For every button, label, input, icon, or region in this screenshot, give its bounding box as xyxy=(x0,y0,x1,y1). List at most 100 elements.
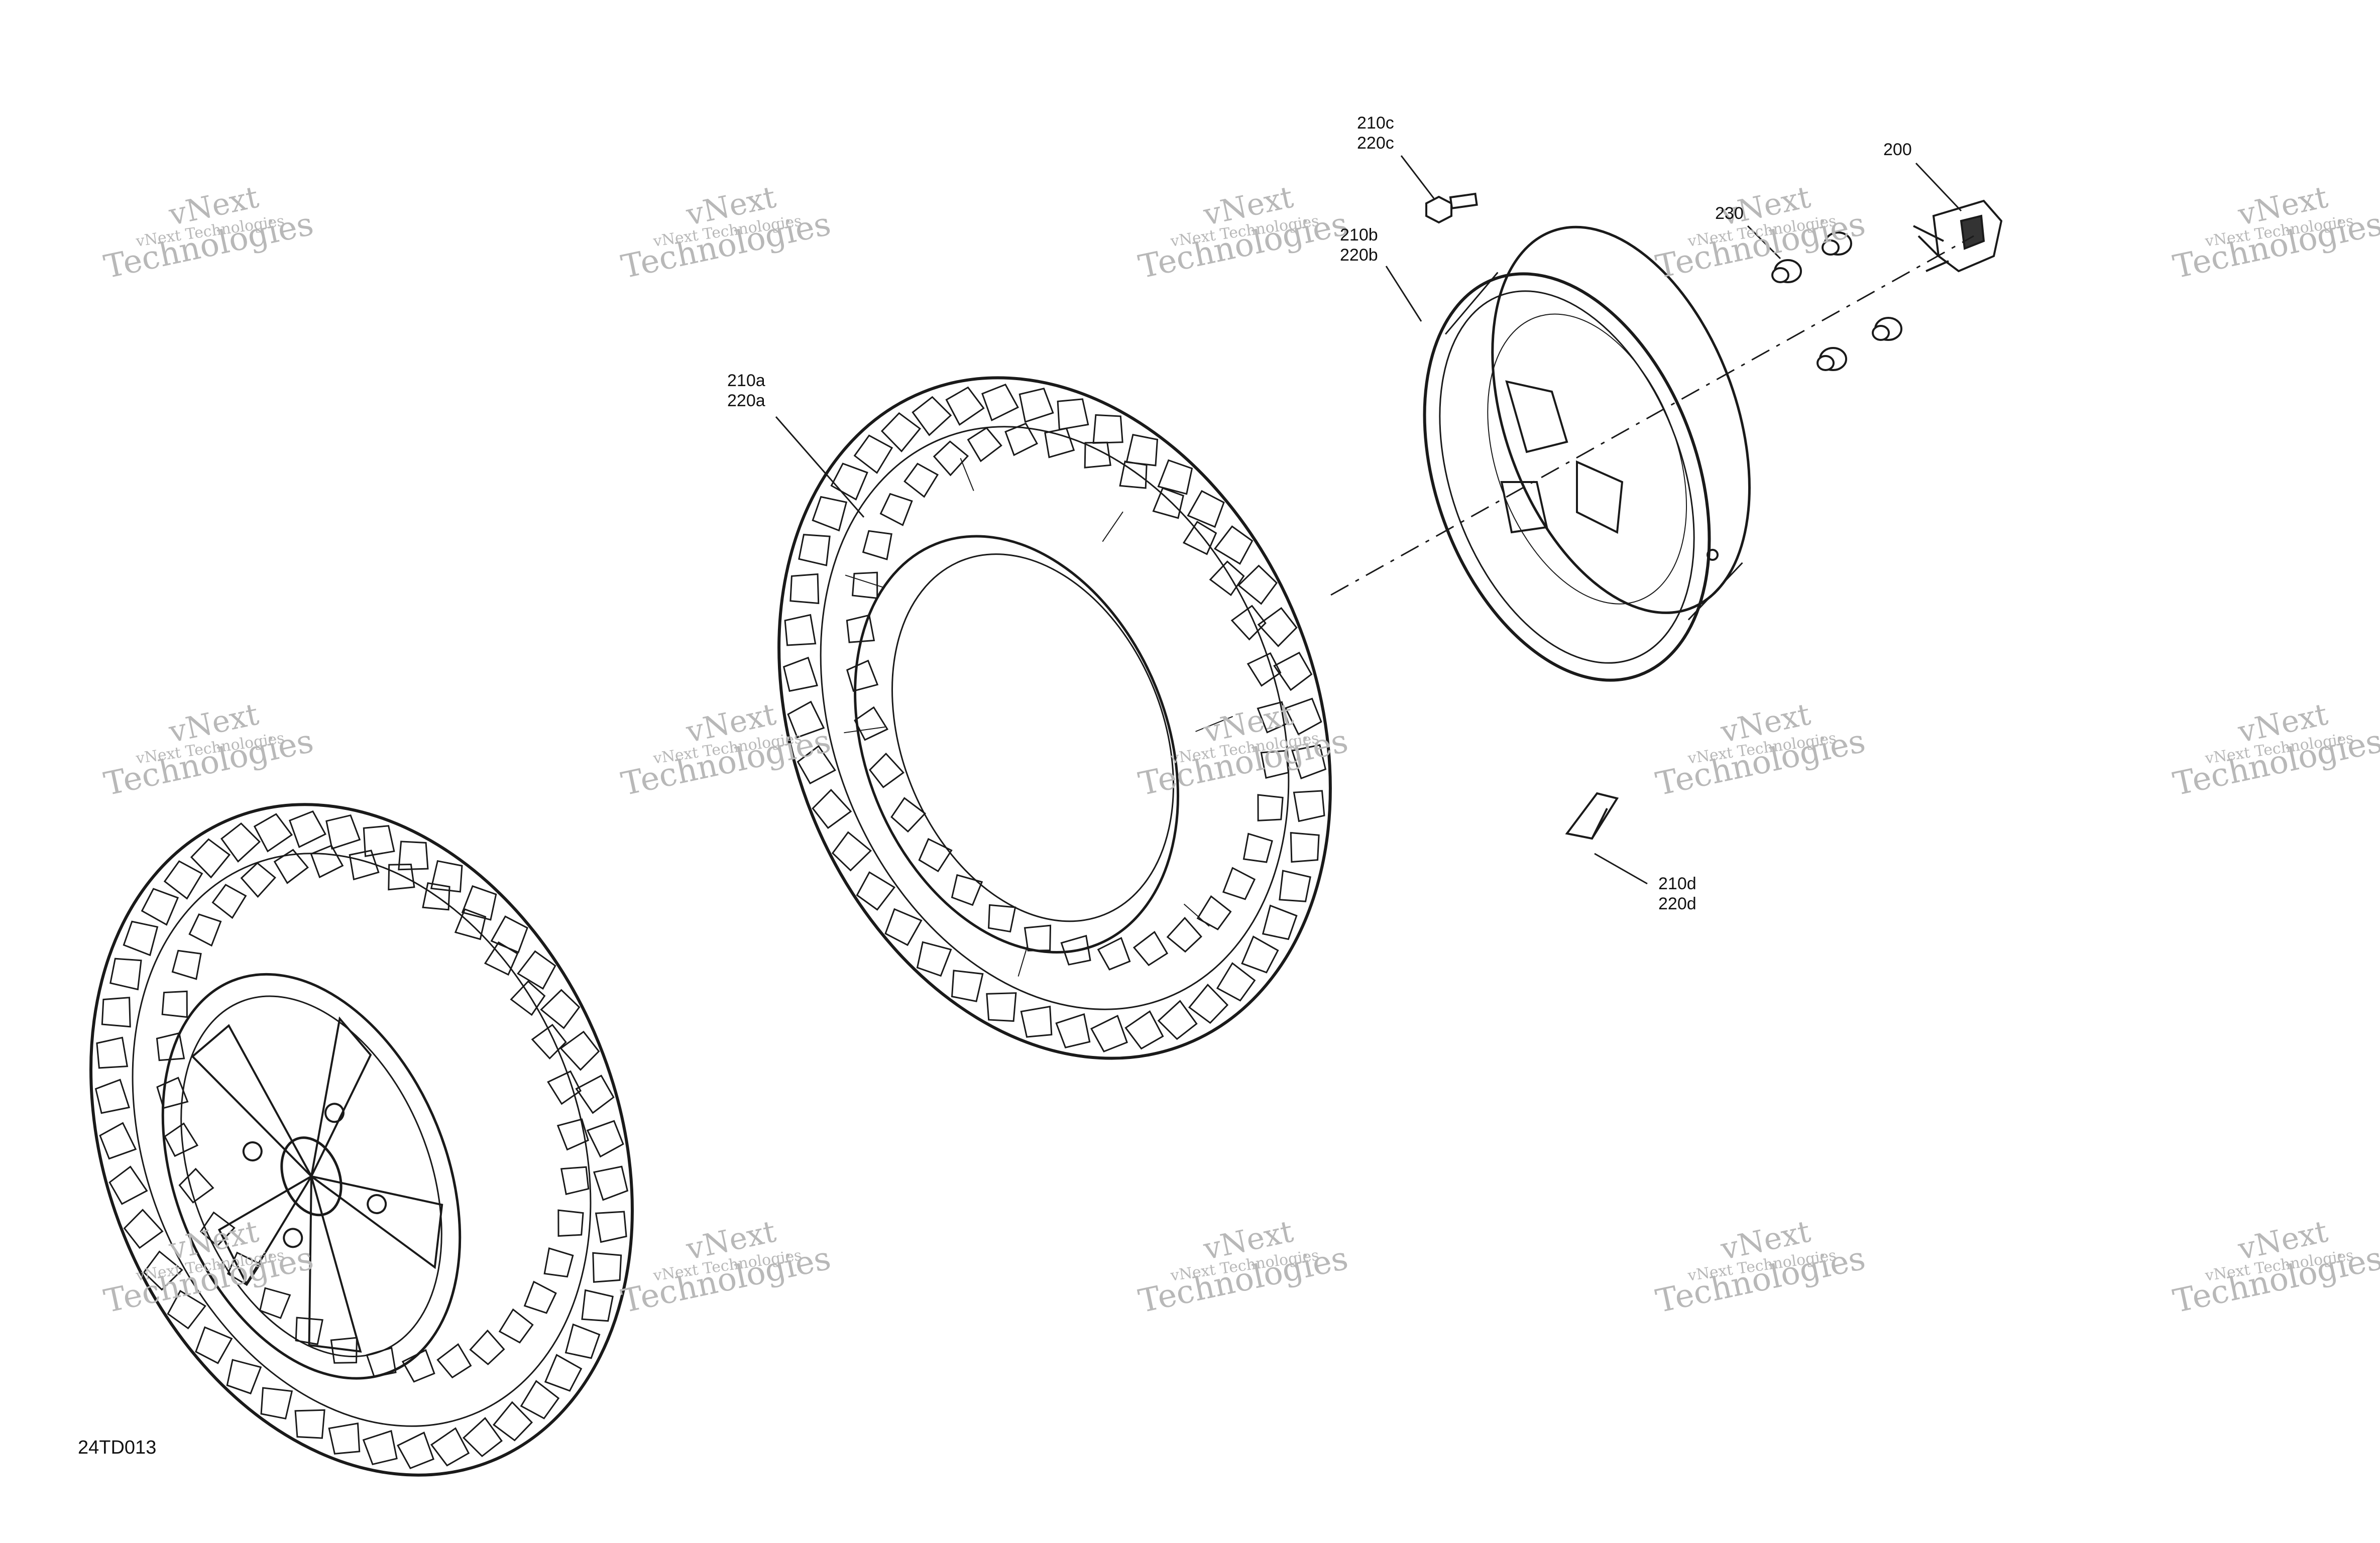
tread-lug xyxy=(1119,460,1148,489)
tread-lug xyxy=(1291,744,1327,780)
tread-lug xyxy=(498,1308,534,1344)
tread-lug xyxy=(879,493,913,526)
tread-lug xyxy=(363,825,395,857)
balance-weight xyxy=(1565,792,1619,840)
callout-210b: 210b xyxy=(1340,225,1378,245)
tread-lug xyxy=(1157,459,1193,495)
tread-lug xyxy=(517,950,556,990)
tread-lug xyxy=(854,706,889,741)
tread-lug xyxy=(295,1317,323,1345)
tread-lug xyxy=(1213,525,1254,565)
tread-lug xyxy=(288,810,326,848)
tread-lug xyxy=(422,882,450,911)
tread-lug xyxy=(1257,701,1289,734)
tread-lug xyxy=(163,860,203,900)
tread-lug xyxy=(1097,936,1131,971)
tread-lug xyxy=(510,980,546,1016)
tread-lug xyxy=(812,789,852,829)
tread-lug xyxy=(880,412,922,452)
tread-lug xyxy=(812,496,848,532)
tread-lug xyxy=(108,1165,148,1205)
tread-lug xyxy=(109,958,142,991)
tread-lug xyxy=(328,1422,361,1455)
tread-lug xyxy=(1260,750,1289,779)
tread-lug xyxy=(1057,398,1089,431)
tread-lug xyxy=(593,1165,629,1201)
tread-lug xyxy=(903,462,939,498)
tread-lug xyxy=(540,989,581,1029)
tread-lug xyxy=(1290,832,1320,863)
tread-lug xyxy=(430,860,463,893)
tread-lug xyxy=(96,1036,129,1069)
tread-lug xyxy=(161,990,188,1018)
tread-lug xyxy=(988,904,1016,933)
tread-lug xyxy=(1246,652,1282,687)
tread-lug xyxy=(851,571,878,600)
leader-lines xyxy=(775,155,1962,885)
center-cap xyxy=(1913,199,2003,273)
tread-lug xyxy=(240,862,276,898)
tread-lug xyxy=(195,1326,233,1364)
tread-lug xyxy=(523,1280,557,1314)
tread-lug xyxy=(1257,607,1298,647)
tread-lug xyxy=(890,797,927,833)
tread-lug xyxy=(862,530,892,560)
rim-face xyxy=(161,973,462,1380)
callout-210d: 210d xyxy=(1658,874,1696,893)
wheel-nuts xyxy=(1771,231,1902,371)
tread-lug xyxy=(1004,422,1039,456)
tread-lug xyxy=(586,1120,624,1158)
tread-lug xyxy=(260,1387,293,1420)
tread-lug xyxy=(1230,605,1267,641)
tread-lug xyxy=(543,1247,574,1278)
tread-lug xyxy=(188,913,222,947)
tire xyxy=(777,376,1332,1060)
tread-lug xyxy=(253,813,293,853)
tread-lug xyxy=(1241,935,1279,974)
lug-nut xyxy=(283,1228,303,1248)
tread-lug xyxy=(787,700,825,739)
tread-lug xyxy=(349,850,380,881)
tread-lug xyxy=(199,1211,236,1247)
rim-center-spokes xyxy=(1500,380,1624,534)
wheel-nut xyxy=(1817,347,1847,371)
callout-220d: 220d xyxy=(1658,894,1696,913)
tread-lug xyxy=(1060,934,1091,966)
tread-lug xyxy=(581,1289,614,1322)
drawing-code: 24TD013 xyxy=(78,1437,157,1458)
tread-lug xyxy=(123,1209,164,1249)
wheel-nut xyxy=(1771,259,1802,283)
callout-210c: 210c xyxy=(1357,113,1394,133)
tread-lug xyxy=(1237,564,1278,605)
tread-lug xyxy=(388,864,415,891)
tread-lug xyxy=(967,427,1002,462)
tread-lug xyxy=(846,659,879,692)
tread-lug xyxy=(951,970,984,1002)
tread-lug xyxy=(916,941,952,977)
assembled-wheel xyxy=(89,803,634,1477)
sidewall-segments xyxy=(844,458,1233,977)
tread-lug xyxy=(211,884,247,919)
callout-230-label: 230 xyxy=(1715,204,1744,223)
tread-lug xyxy=(469,1329,505,1366)
callout-210a-220a: 210a 220a xyxy=(727,371,765,411)
tread-lug xyxy=(101,997,131,1028)
tread-lug xyxy=(1157,1000,1198,1040)
tread-lug xyxy=(520,1380,560,1419)
lug-nut xyxy=(367,1194,387,1215)
tread-lug xyxy=(544,1354,583,1392)
tread-lug xyxy=(564,1323,601,1359)
tread-lug xyxy=(556,1118,589,1151)
lug-nut xyxy=(242,1141,263,1162)
tread-lug xyxy=(1084,441,1111,468)
tread-lug xyxy=(945,386,985,426)
tread-lug xyxy=(981,384,1019,422)
tread-lug xyxy=(1092,414,1123,444)
tread-lug xyxy=(1132,930,1169,967)
tread-lug xyxy=(454,908,487,940)
tread-lug xyxy=(1273,651,1313,691)
tread-lug xyxy=(484,941,519,976)
tread-lug xyxy=(560,1166,590,1196)
tread-lug xyxy=(94,1079,131,1114)
tread-lug xyxy=(1262,904,1298,940)
